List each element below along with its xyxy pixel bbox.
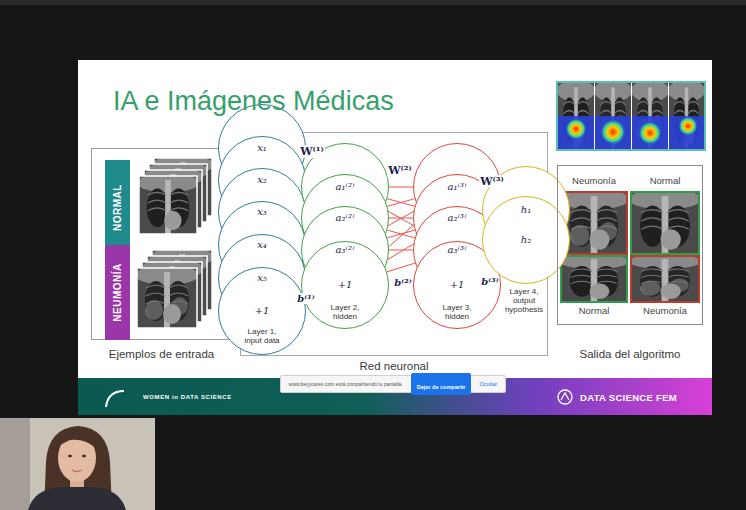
- heatmap-strip: [557, 80, 705, 150]
- panel-heading: Salida del algoritmo: [528, 348, 732, 362]
- neural-connection: [389, 187, 413, 188]
- category-tag: NORMAL: [105, 160, 130, 255]
- neuron-label: a₂⁽³⁾: [384, 213, 530, 223]
- neuron-label: x₅: [189, 273, 335, 283]
- neuron-label: h₂: [453, 235, 599, 245]
- prediction-label: Normal: [650, 175, 681, 186]
- fem-logo: [558, 390, 572, 404]
- classified-xrays: [559, 189, 701, 302]
- neural-connection: [387, 230, 414, 238]
- neuron-label: x₄: [189, 240, 335, 250]
- panel-heading: Red neuronal: [211, 360, 577, 374]
- neuron-label: a₃⁽³⁾: [384, 245, 530, 255]
- category-tag: NEUMONÍA: [105, 245, 130, 340]
- neural-connection: [389, 250, 413, 251]
- neuron-label: a₃⁽²⁾: [272, 245, 418, 255]
- wids-logo: [106, 391, 124, 407]
- normal-xray-stack: [137, 155, 214, 234]
- layer-caption: Layer 1, input data: [239, 327, 285, 345]
- category-label: NEUMONÍA: [112, 250, 123, 335]
- top-strip: [0, 0, 746, 5]
- notification-text: www.beyycares.com está compartiendo tu p…: [289, 381, 403, 387]
- slide: [78, 60, 712, 415]
- share-notification-bar: www.beyycares.com está compartiendo tu p…: [280, 375, 506, 393]
- layer-caption: Layer 4, output hypothesis: [503, 287, 545, 314]
- neural-connection: [387, 230, 414, 238]
- button-label: Dejar de compartir: [417, 384, 466, 390]
- footer-gradient: [78, 378, 712, 415]
- notification-text: Ocultar: [479, 381, 497, 387]
- bias-label: b⁽³⁾: [480, 276, 499, 287]
- neuron-label: a₁⁽³⁾: [384, 182, 530, 192]
- brand-text: DATA SCIENCE FEM: [580, 391, 677, 402]
- prediction-label: Normal: [579, 305, 610, 316]
- neuron-label: x₃: [189, 207, 335, 217]
- panel-box: Salida del algoritmo: [557, 165, 703, 325]
- pneumonia-xray-stack: [135, 247, 214, 328]
- layer-caption: Layer 3, hidden: [438, 303, 476, 321]
- panel-box: Ejemplos de entradaNORMALNEUMONÍA: [91, 148, 232, 340]
- weight-label: W⁽³⁾: [479, 175, 505, 188]
- neuron-label: +1: [189, 306, 335, 316]
- weight-label: W⁽¹⁾: [299, 145, 325, 158]
- neuron-label: a₂⁽²⁾: [272, 213, 418, 223]
- webcam-presenter: [0, 418, 155, 510]
- panel-heading: Ejemplos de entrada: [62, 348, 261, 362]
- weight-label: W⁽²⁾: [387, 164, 413, 177]
- category-label: NORMAL: [112, 165, 123, 250]
- layer-caption: Layer 2, hidden: [326, 303, 364, 321]
- neuron-label: h₁: [453, 205, 599, 215]
- neural-connection: [387, 199, 414, 207]
- neuron-label: x₂: [189, 175, 335, 185]
- neural-connection: [387, 199, 414, 207]
- neural-connection: [387, 263, 415, 272]
- prediction-label: Neumonía: [643, 305, 687, 316]
- stop-sharing-button: Dejar de compartir: [411, 373, 472, 395]
- slide-title: IA e Imágenes Médicas: [113, 86, 394, 117]
- bias-label: b⁽²⁾: [393, 277, 412, 288]
- fem-logo-mark: [561, 393, 569, 400]
- neuron-label: a₁⁽²⁾: [272, 182, 418, 192]
- prediction-label: Neumonía: [572, 175, 616, 186]
- bias-label: b⁽¹⁾: [296, 293, 315, 304]
- brand-text: WOMEN in DATA SCIENCE: [143, 394, 232, 400]
